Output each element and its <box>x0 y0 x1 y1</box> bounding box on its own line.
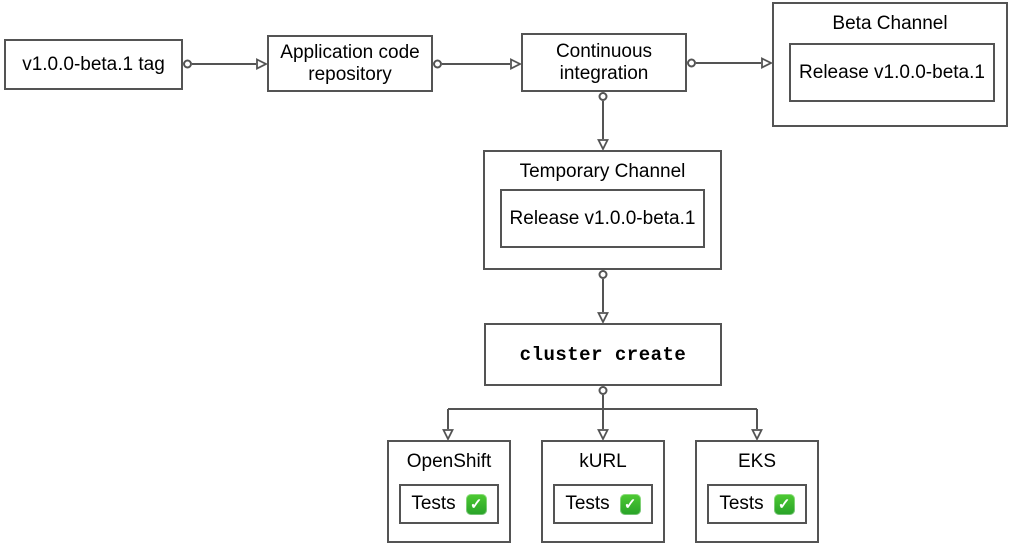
node-openshift-tests: Tests ✓ <box>399 484 499 524</box>
check-mark-icon: ✓ <box>619 493 641 515</box>
group-eks-title: EKS <box>737 451 777 472</box>
group-openshift-title: OpenShift <box>406 451 492 472</box>
node-temporary-release: Release v1.0.0-beta.1 <box>500 189 705 248</box>
node-temporary-release-label: Release v1.0.0-beta.1 <box>509 207 696 229</box>
node-cluster-create-label: cluster create <box>519 343 687 366</box>
group-kurl: kURL Tests ✓ <box>541 440 665 543</box>
node-cluster-create: cluster create <box>484 323 722 386</box>
check-mark-icon: ✓ <box>773 493 795 515</box>
node-continuous-integration: Continuous integration <box>521 33 687 92</box>
node-version-tag-label: v1.0.0-beta.1 tag <box>22 53 165 75</box>
node-version-tag: v1.0.0-beta.1 tag <box>4 39 183 90</box>
node-beta-release-label: Release v1.0.0-beta.1 <box>799 61 985 83</box>
group-beta-channel-title: Beta Channel <box>832 13 948 34</box>
group-openshift: OpenShift Tests ✓ <box>387 440 511 543</box>
node-eks-tests-label: Tests <box>719 493 764 514</box>
check-mark-glyph: ✓ <box>623 495 637 513</box>
node-kurl-tests-label: Tests <box>565 493 610 514</box>
node-app-code-repository: Application code repository <box>267 35 433 92</box>
node-continuous-integration-label: Continuous integration <box>555 40 653 84</box>
group-temporary-channel-title: Temporary Channel <box>519 161 686 182</box>
node-kurl-tests: Tests ✓ <box>553 484 653 524</box>
check-mark-glyph: ✓ <box>777 495 791 513</box>
node-openshift-tests-label: Tests <box>411 493 456 514</box>
node-beta-release: Release v1.0.0-beta.1 <box>789 43 995 102</box>
node-app-code-repository-label: Application code repository <box>280 41 420 85</box>
group-beta-channel: Beta Channel Release v1.0.0-beta.1 <box>772 2 1008 127</box>
group-kurl-title: kURL <box>579 451 627 472</box>
group-temporary-channel: Temporary Channel Release v1.0.0-beta.1 <box>483 150 722 270</box>
check-mark-glyph: ✓ <box>469 495 483 513</box>
node-eks-tests: Tests ✓ <box>707 484 807 524</box>
group-eks: EKS Tests ✓ <box>695 440 819 543</box>
check-mark-icon: ✓ <box>465 493 487 515</box>
